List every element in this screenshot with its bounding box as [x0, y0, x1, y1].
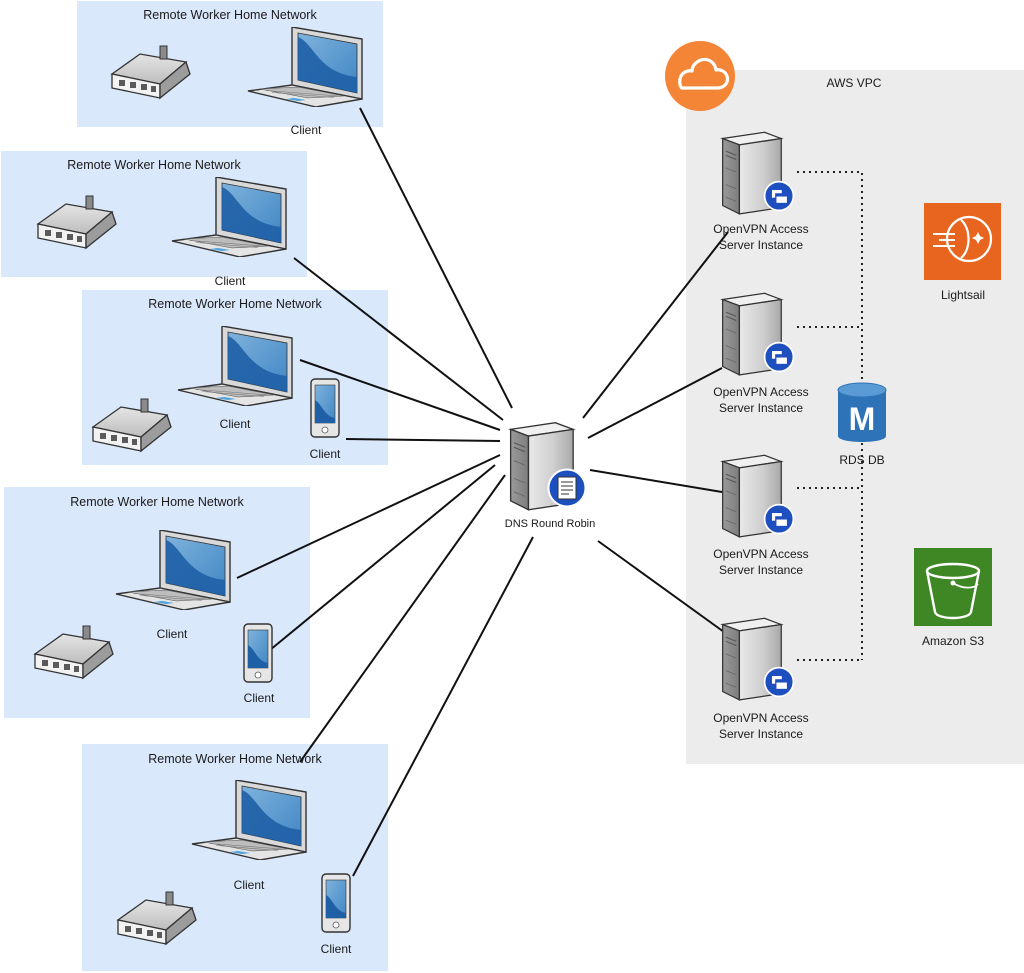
lightsail-icon[interactable] [924, 203, 1001, 280]
instance-label-line1: OpenVPN Access [713, 385, 808, 399]
s3-label: Amazon S3 [922, 634, 984, 648]
network-title: Remote Worker Home Network [148, 752, 322, 766]
client-label: Client [157, 627, 188, 641]
dns-label: DNS Round Robin [505, 518, 596, 530]
rds-glyph: M [849, 401, 876, 437]
home-network-group [1, 1, 388, 971]
instance-label-line1: OpenVPN Access [713, 222, 808, 236]
instance-label-line2: Server Instance [719, 238, 803, 252]
client-label: Client [244, 691, 275, 705]
network-title: Remote Worker Home Network [70, 495, 244, 509]
vpc-title: AWS VPC [827, 76, 882, 90]
lightsail-label: Lightsail [941, 288, 985, 302]
instance-badge-icon [763, 666, 795, 698]
network-title: Remote Worker Home Network [143, 8, 317, 22]
instance-label-line1: OpenVPN Access [713, 547, 808, 561]
instance-label-line2: Server Instance [719, 727, 803, 741]
phone-icon[interactable] [243, 623, 273, 683]
instance-label-line2: Server Instance [719, 563, 803, 577]
client-to-dns-links [236, 107, 534, 877]
home-network-container [82, 744, 388, 971]
instance-badge-icon [763, 341, 795, 373]
s3-bucket-icon[interactable] [914, 548, 992, 626]
document-icon [547, 468, 587, 508]
network-title: Remote Worker Home Network [148, 297, 322, 311]
client-label: Client [321, 942, 352, 956]
instance-label-line1: OpenVPN Access [713, 711, 808, 725]
client-label: Client [234, 878, 265, 892]
dns-server[interactable] [509, 422, 587, 511]
client-label: Client [291, 123, 322, 137]
client-label: Client [310, 447, 341, 461]
rds-db-icon[interactable]: M [837, 382, 887, 442]
instance-badge-icon [763, 180, 795, 212]
server-to-rds-links [797, 171, 863, 661]
rds-label: RDS DB [839, 453, 884, 467]
phone-icon[interactable] [310, 378, 340, 438]
instance-badge-icon [763, 503, 795, 535]
dns-to-server-links [582, 231, 729, 633]
cloud-icon [665, 41, 735, 111]
client-label: Client [215, 274, 246, 288]
network-title: Remote Worker Home Network [67, 158, 241, 172]
phone-icon[interactable] [321, 873, 351, 933]
client-label: Client [220, 417, 251, 431]
instance-label-line2: Server Instance [719, 401, 803, 415]
